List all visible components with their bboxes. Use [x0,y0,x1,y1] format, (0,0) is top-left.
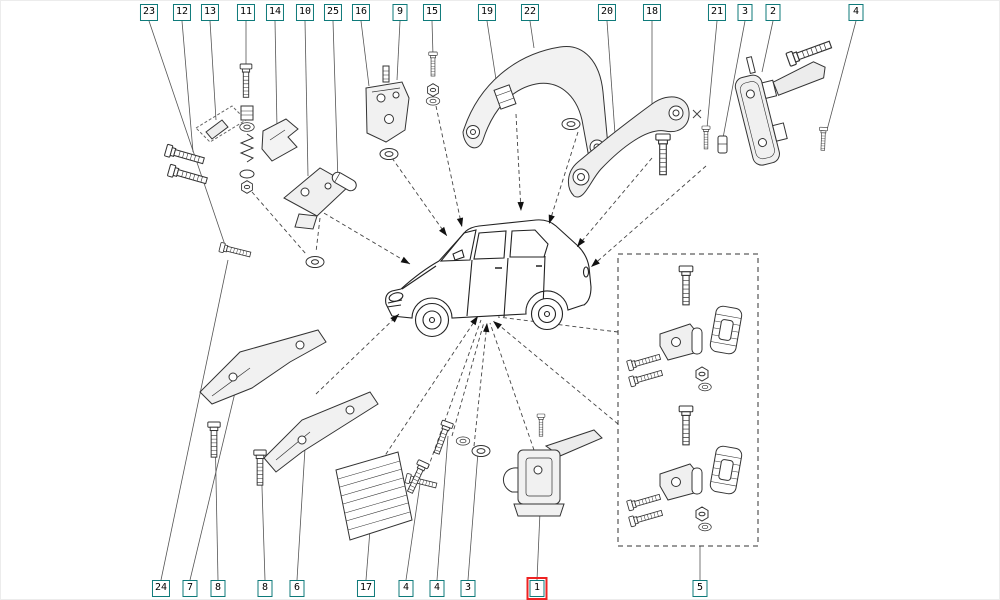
part-label-top-13-18[interactable]: 18 [642,4,662,21]
leader-line [431,20,434,57]
part-label-bottom-5-17[interactable]: 17 [356,580,376,597]
part-label-bottom-9-1[interactable]: 1 [526,577,548,600]
part-door-check-1 [503,413,603,517]
part-plate-17 [335,451,438,541]
part-label-top-1-12[interactable]: 12 [172,4,192,21]
leader-line [160,259,229,581]
part-label-top-16-2[interactable]: 2 [765,4,781,21]
leader-line [396,20,401,81]
part-label-bottom-8-3[interactable]: 3 [460,580,476,597]
part-label-bottom-6-4[interactable]: 4 [398,580,414,597]
leader-line [706,20,718,129]
part-label-top-3-11[interactable]: 11 [236,4,256,21]
leader-line [529,20,535,49]
leader-line [148,20,227,249]
leader-line [209,20,217,121]
part-bolt-8-b [253,449,267,486]
part-bracket-6 [263,391,379,473]
part-label-top-7-16[interactable]: 16 [351,4,371,21]
part-screw-23-24 [218,241,325,268]
part-label-top-0-23[interactable]: 23 [139,4,159,21]
leader-line [365,529,371,581]
part-fastener-15 [425,51,441,106]
part-bolt-4-b [430,419,454,456]
part-label-top-4-14[interactable]: 14 [265,4,285,21]
label-leader-lines [148,20,857,581]
leader-line [296,431,307,581]
part-label-bottom-10-5[interactable]: 5 [692,580,708,597]
part-bolts-12 [163,143,209,188]
part-label-bottom-0-24[interactable]: 24 [151,580,171,597]
part-clip-3 [717,135,728,154]
leader-line [486,20,498,87]
part-label-top-2-13[interactable]: 13 [200,4,220,21]
part-label-bottom-1-7[interactable]: 7 [182,580,198,597]
part-label-bottom-3-8[interactable]: 8 [257,580,273,597]
part-label-top-11-22[interactable]: 22 [520,4,540,21]
assembly-reference-lines [251,105,707,469]
part-label-bottom-2-8[interactable]: 8 [210,580,226,597]
part-label-top-15-3[interactable]: 3 [737,4,753,21]
part-door-hinge-2-4 [734,37,834,166]
part-label-top-8-9[interactable]: 9 [392,4,408,21]
part-mount-arm-19-22 [462,46,609,162]
part-label-top-10-19[interactable]: 19 [477,4,497,21]
leader-line [189,379,239,581]
part-label-bottom-4-6[interactable]: 6 [289,580,305,597]
part-hinge-kit-5 [617,253,759,547]
part-bracket-9-16 [365,65,410,160]
leader-line [360,20,370,87]
leader-line [722,20,746,139]
part-label-top-14-21[interactable]: 21 [707,4,727,21]
part-stud-assembly-11 [239,63,255,194]
part-bolt-8-a [207,421,221,458]
part-screw-21 [692,109,711,150]
leader-line [536,511,541,581]
part-link-13 [195,105,247,143]
leader-line [467,451,479,581]
part-hinge-bracket-10-25 [283,167,357,230]
part-label-top-6-25[interactable]: 25 [323,4,343,21]
part-label-top-5-10[interactable]: 10 [295,4,315,21]
leader-line [436,435,449,581]
part-label-top-17-4[interactable]: 4 [848,4,864,21]
leader-line [761,20,774,73]
leader-line [826,20,857,131]
part-label-top-9-15[interactable]: 15 [422,4,442,21]
part-grommet-3 [455,436,491,457]
part-clip-14 [261,118,299,162]
leader-line [405,483,421,581]
leader-line [332,20,339,183]
part-bracket-7 [199,329,327,405]
leader-line [181,20,194,153]
leader-line [274,20,278,129]
part-mount-arm-18-20 [568,96,690,198]
car-illustration [385,219,592,338]
part-label-bottom-7-4[interactable]: 4 [429,580,445,597]
leader-line [304,20,309,177]
leader-line [606,20,617,149]
part-label-top-12-20[interactable]: 20 [597,4,617,21]
